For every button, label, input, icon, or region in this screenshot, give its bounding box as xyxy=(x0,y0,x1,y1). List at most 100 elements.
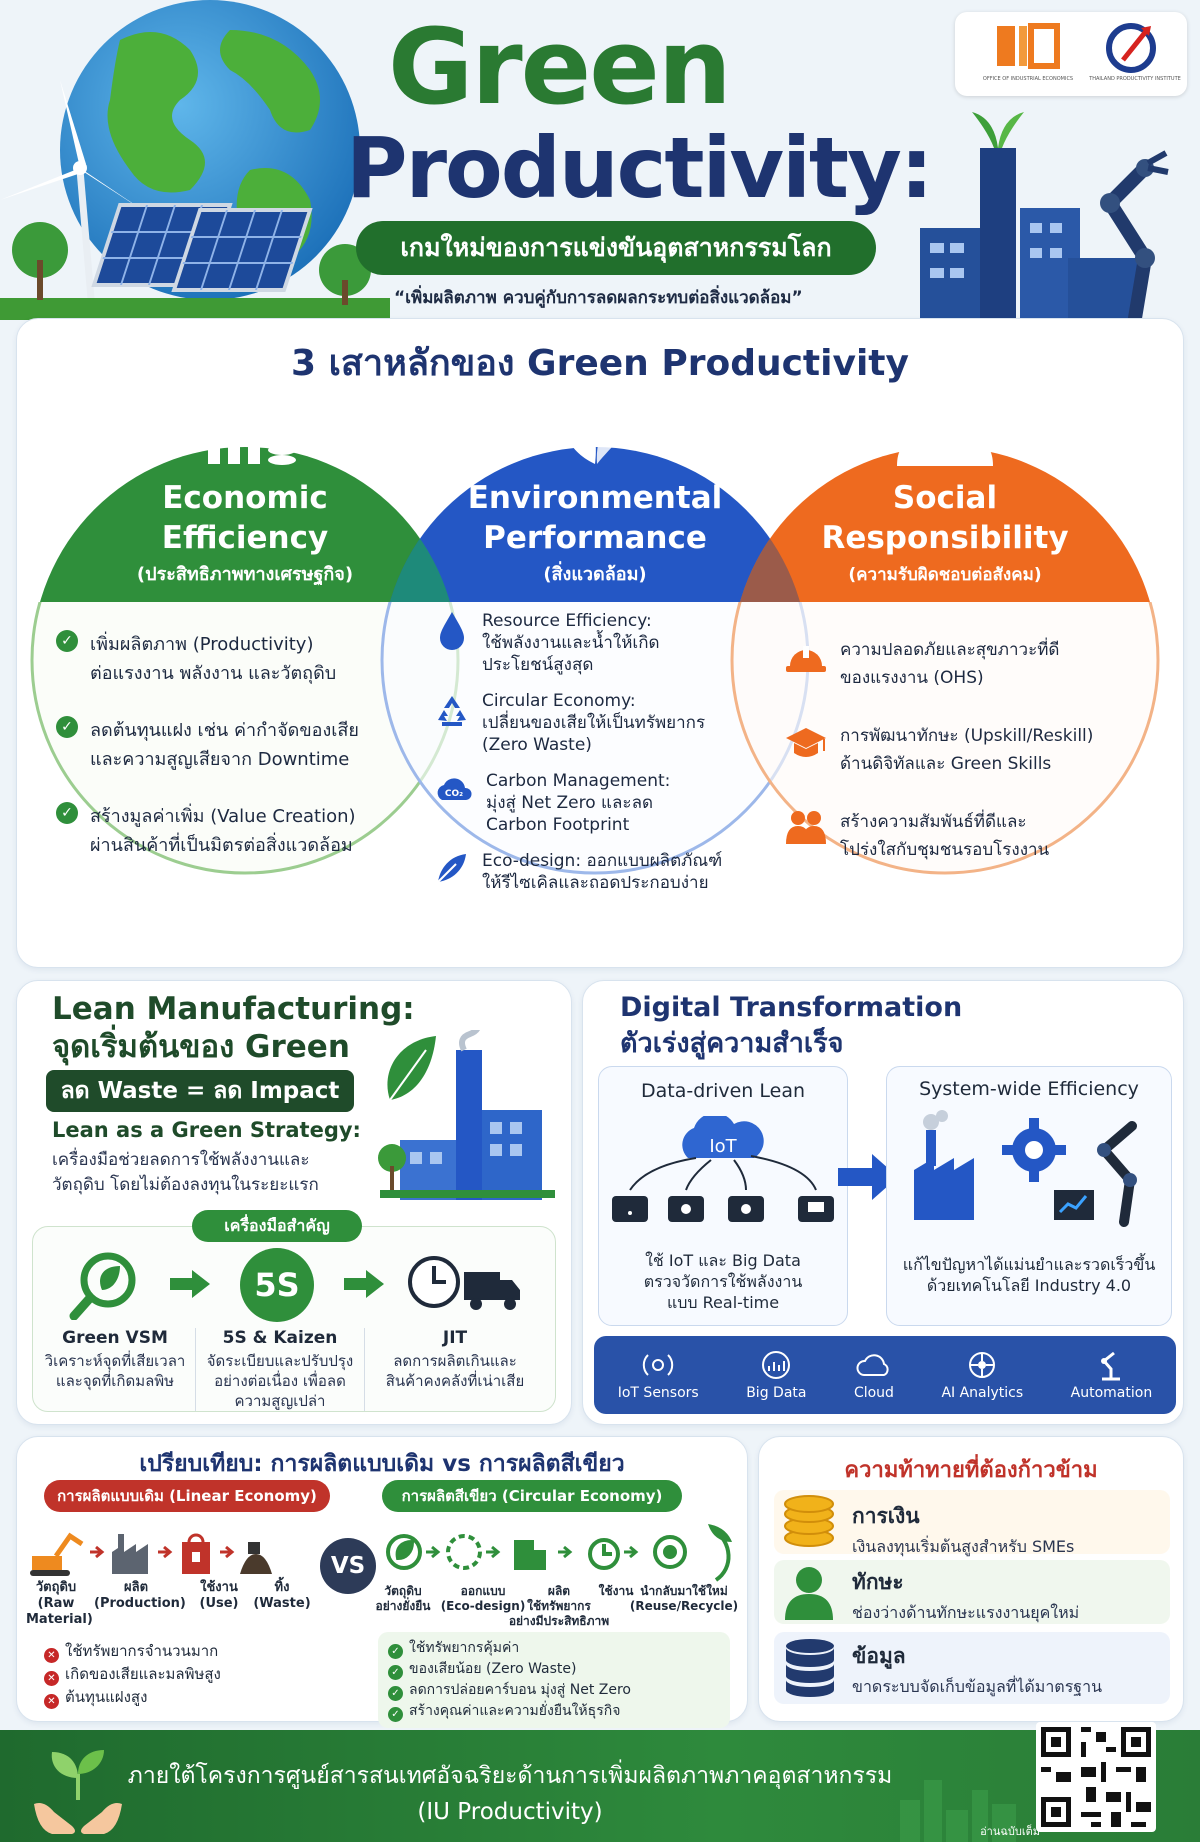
oie-logo-icon xyxy=(997,23,1060,69)
x-icon: ✕ xyxy=(44,1671,59,1686)
circular-flow-icons xyxy=(386,1524,732,1582)
strategy-line: เครื่องมือช่วยลดการใช้พลังงานและ xyxy=(52,1150,310,1170)
item-text: ด้านดิจิทัลและ Green Skills xyxy=(840,754,1052,774)
circular-step: ออกแบบ(Eco-design) xyxy=(440,1584,526,1613)
desc-line: แบบ Real-time xyxy=(666,1293,780,1312)
qr-code[interactable] xyxy=(1036,1722,1156,1832)
challenge-desc: ช่องว่างด้านทักษะแรงงานยุคใหม่ xyxy=(852,1603,1080,1622)
iot-sensor-icon xyxy=(643,1354,674,1376)
person-icon xyxy=(785,1567,833,1620)
social-title-line2: Responsibility xyxy=(821,520,1069,556)
tool-desc: อย่างต่อเนื่อง เพื่อลด xyxy=(214,1372,346,1390)
robot-arm-icon xyxy=(1101,1351,1121,1381)
item-text: Eco-design: ออกแบบผลิตภัณฑ์ xyxy=(482,851,723,871)
compare-title: เปรียบเทียบ: การผลิตแบบเดิม vs การผลิตสี… xyxy=(139,1451,625,1477)
item-text: สร้างความสัมพันธ์ที่ดีและ xyxy=(840,812,1027,832)
item-text: ผ่านสินค้าที่เป็นมิตรต่อสิ่งแวดล้อม xyxy=(90,835,353,856)
bag-icon xyxy=(182,1533,210,1574)
circular-step: ใช้งาน xyxy=(598,1584,634,1598)
tool-name: JIT xyxy=(442,1328,468,1348)
challenge-name: ข้อมูล xyxy=(852,1644,906,1668)
environmental-list: Resource Efficiency:ใช้พลังงานและน้ำให้เ… xyxy=(434,610,754,894)
list-item: ✓ เพิ่มผลิตภาพ (Productivity) ต่อแรงงาน พล… xyxy=(56,630,386,688)
tool-desc: ความสูญเปล่า xyxy=(234,1392,326,1410)
item-text: ต่อแรงงาน พลังงาน และวัตถุดิบ xyxy=(90,663,337,684)
lean-strategy-title: Lean as a Green Strategy: xyxy=(52,1118,361,1142)
circular-step: วัตถุดิบอย่างยั่งยืน xyxy=(375,1584,431,1613)
safety-helmet-icon xyxy=(786,646,826,672)
challenge-data xyxy=(774,1632,1170,1704)
partner-logos: OFFICE OF INDUSTRIAL ECONOMICS THAILAND … xyxy=(955,12,1187,96)
tool-desc: วิเคราะห์จุดที่เสียเวลา xyxy=(44,1352,186,1370)
item-text: เพิ่มผลิตภาพ (Productivity) xyxy=(90,634,314,655)
arrow-right-icon xyxy=(170,1270,210,1298)
pen-leaf-icon xyxy=(437,854,466,883)
pro-item: ✓ใช้ทรัพยากรคุ้มค่า xyxy=(388,1638,720,1659)
item-text: สร้างมูลค่าเพิ่ม (Value Creation) xyxy=(90,806,356,827)
city-silhouette-icon xyxy=(900,1780,1016,1842)
lean-title: Lean Manufacturing: จุดเริ่มต้นของ Green xyxy=(52,990,415,1066)
header-quote: “เพิ่มผลิตภาพ ควบคู่กับการลดผลกระทบต่อสิ… xyxy=(394,288,803,308)
tool-name: 5S & Kaizen xyxy=(222,1328,338,1348)
leaf-icon xyxy=(562,404,633,464)
industry-gear-robot-icon xyxy=(914,1110,1137,1227)
circular-step: ผลิตใช้ทรัพยากรอย่างมีประสิทธิภาพ xyxy=(508,1584,610,1628)
social-title: Social Responsibility (ความรับผิดชอบต่อส… xyxy=(795,478,1095,592)
item-text: ให้รีไซเคิลและถอดประกอบง่าย xyxy=(482,873,709,893)
data-driven-desc: ใช้ IoT และ Big Data ตรวจวัดการใช้พลังงา… xyxy=(598,1250,848,1313)
check-icon: ✓ xyxy=(56,630,78,652)
lean-banner: ลด Waste = ลด Impact xyxy=(46,1070,354,1112)
tool-desc: สินค้าคงคลังที่เน่าเสีย xyxy=(385,1372,525,1390)
check-icon: ✓ xyxy=(388,1707,403,1722)
challenge-desc: ขาดระบบจัดเก็บข้อมูลที่ได้มาตรฐาน xyxy=(852,1677,1103,1696)
check-icon: ✓ xyxy=(56,802,78,824)
linear-cons: ✕ใช้ทรัพยากรจำนวนมาก ✕เกิดของเสียและมลพิ… xyxy=(44,1640,221,1709)
iot-label: IoT xyxy=(709,1136,737,1157)
item-text: (Zero Waste) xyxy=(482,735,592,755)
item-text: ประโยชน์สูงสุด xyxy=(482,655,594,675)
digital-title-line2: ตัวเร่งสู่ความสำเร็จ xyxy=(620,1028,844,1059)
hands-sprout-icon xyxy=(34,1750,122,1834)
challenge-data-text: ข้อมูล ขาดระบบจัดเก็บข้อมูลที่ได้มาตรฐาน xyxy=(852,1640,1102,1700)
tech-label: AI Analytics xyxy=(941,1385,1024,1401)
linear-chip: การผลิตแบบเดิม (Linear Economy) xyxy=(44,1480,330,1512)
item-text: ความปลอดภัยและสุขภาวะที่ดี xyxy=(840,640,1060,660)
footer-line2: (IU Productivity) xyxy=(417,1799,603,1825)
qr-caption: อ่านฉบับเต็ม xyxy=(980,1825,1040,1838)
pro-item: ✓สร้างคุณค่าและความยั่งยืนให้ธุรกิจ xyxy=(388,1701,720,1722)
ftpi-logo-icon xyxy=(1106,23,1156,73)
con-item: ✕ใช้ทรัพยากรจำนวนมาก xyxy=(44,1640,221,1663)
pillars-venn xyxy=(30,447,1160,875)
tech-label: Cloud xyxy=(853,1385,894,1401)
linear-step: ทิ้ง(Waste) xyxy=(253,1580,311,1611)
list-item: การพัฒนาทักษะ (Upskill/Reskill)ด้านดิจิท… xyxy=(784,722,1164,778)
list-item: Eco-design: ออกแบบผลิตภัณฑ์ให้รีไซเคิลแล… xyxy=(434,850,754,894)
item-text: Circular Economy: xyxy=(482,691,636,711)
item-text: Carbon Footprint xyxy=(486,815,630,835)
environmental-title: Environmental Performance (สิ่งแวดล้อม) xyxy=(440,478,750,592)
tools-chip: เครื่องมือสำคัญ xyxy=(192,1210,362,1242)
waste-pile-icon xyxy=(240,1542,272,1574)
environmental-title-line2: Performance xyxy=(483,520,707,556)
desc-line: ใช้ IoT และ Big Data xyxy=(645,1251,801,1270)
item-text: ลดต้นทุนแฝง เช่น ค่ากำจัดของเสีย xyxy=(90,720,359,741)
system-wide-desc: แก้ไขปัญหาได้แม่นยำและรวดเร็วขึ้น ด้วยเท… xyxy=(886,1254,1172,1296)
tool-desc: และจุดที่เกิดมลพิษ xyxy=(55,1372,175,1390)
economic-title: Economic Efficiency (ประสิทธิภาพทางเศรษฐ… xyxy=(95,478,395,592)
strategy-line: วัตถุดิบ โดยไม่ต้องลงทุนในระยะแรก xyxy=(52,1175,319,1195)
graduation-cap-icon xyxy=(786,728,826,757)
tech-item: IoT Sensors xyxy=(618,1349,699,1401)
list-item: ✓ สร้างมูลค่าเพิ่ม (Value Creation) ผ่านสิ… xyxy=(56,802,386,860)
digital-title-line1: Digital Transformation xyxy=(620,992,963,1023)
pillars-heading: 3 เสาหลักของ Green Productivity xyxy=(291,343,909,384)
lean-strategy-desc: เครื่องมือช่วยลดการใช้พลังงานและ วัตถุดิ… xyxy=(52,1148,319,1198)
factory-robot-illustration xyxy=(920,112,1169,318)
item-text: มุ่งสู่ Net Zero และลด xyxy=(486,793,654,813)
clock-truck-icon xyxy=(408,1256,520,1310)
lean-title-line2: จุดเริ่มต้นของ Green xyxy=(52,1029,350,1065)
item-text: ใช้พลังงานและน้ำให้เกิด xyxy=(482,633,660,653)
vs-badge: VS xyxy=(320,1538,376,1594)
circular-step: นำกลับมาใช้ใหม่(Reuse/Recycle) xyxy=(629,1584,739,1613)
recycle-icon xyxy=(438,696,466,726)
